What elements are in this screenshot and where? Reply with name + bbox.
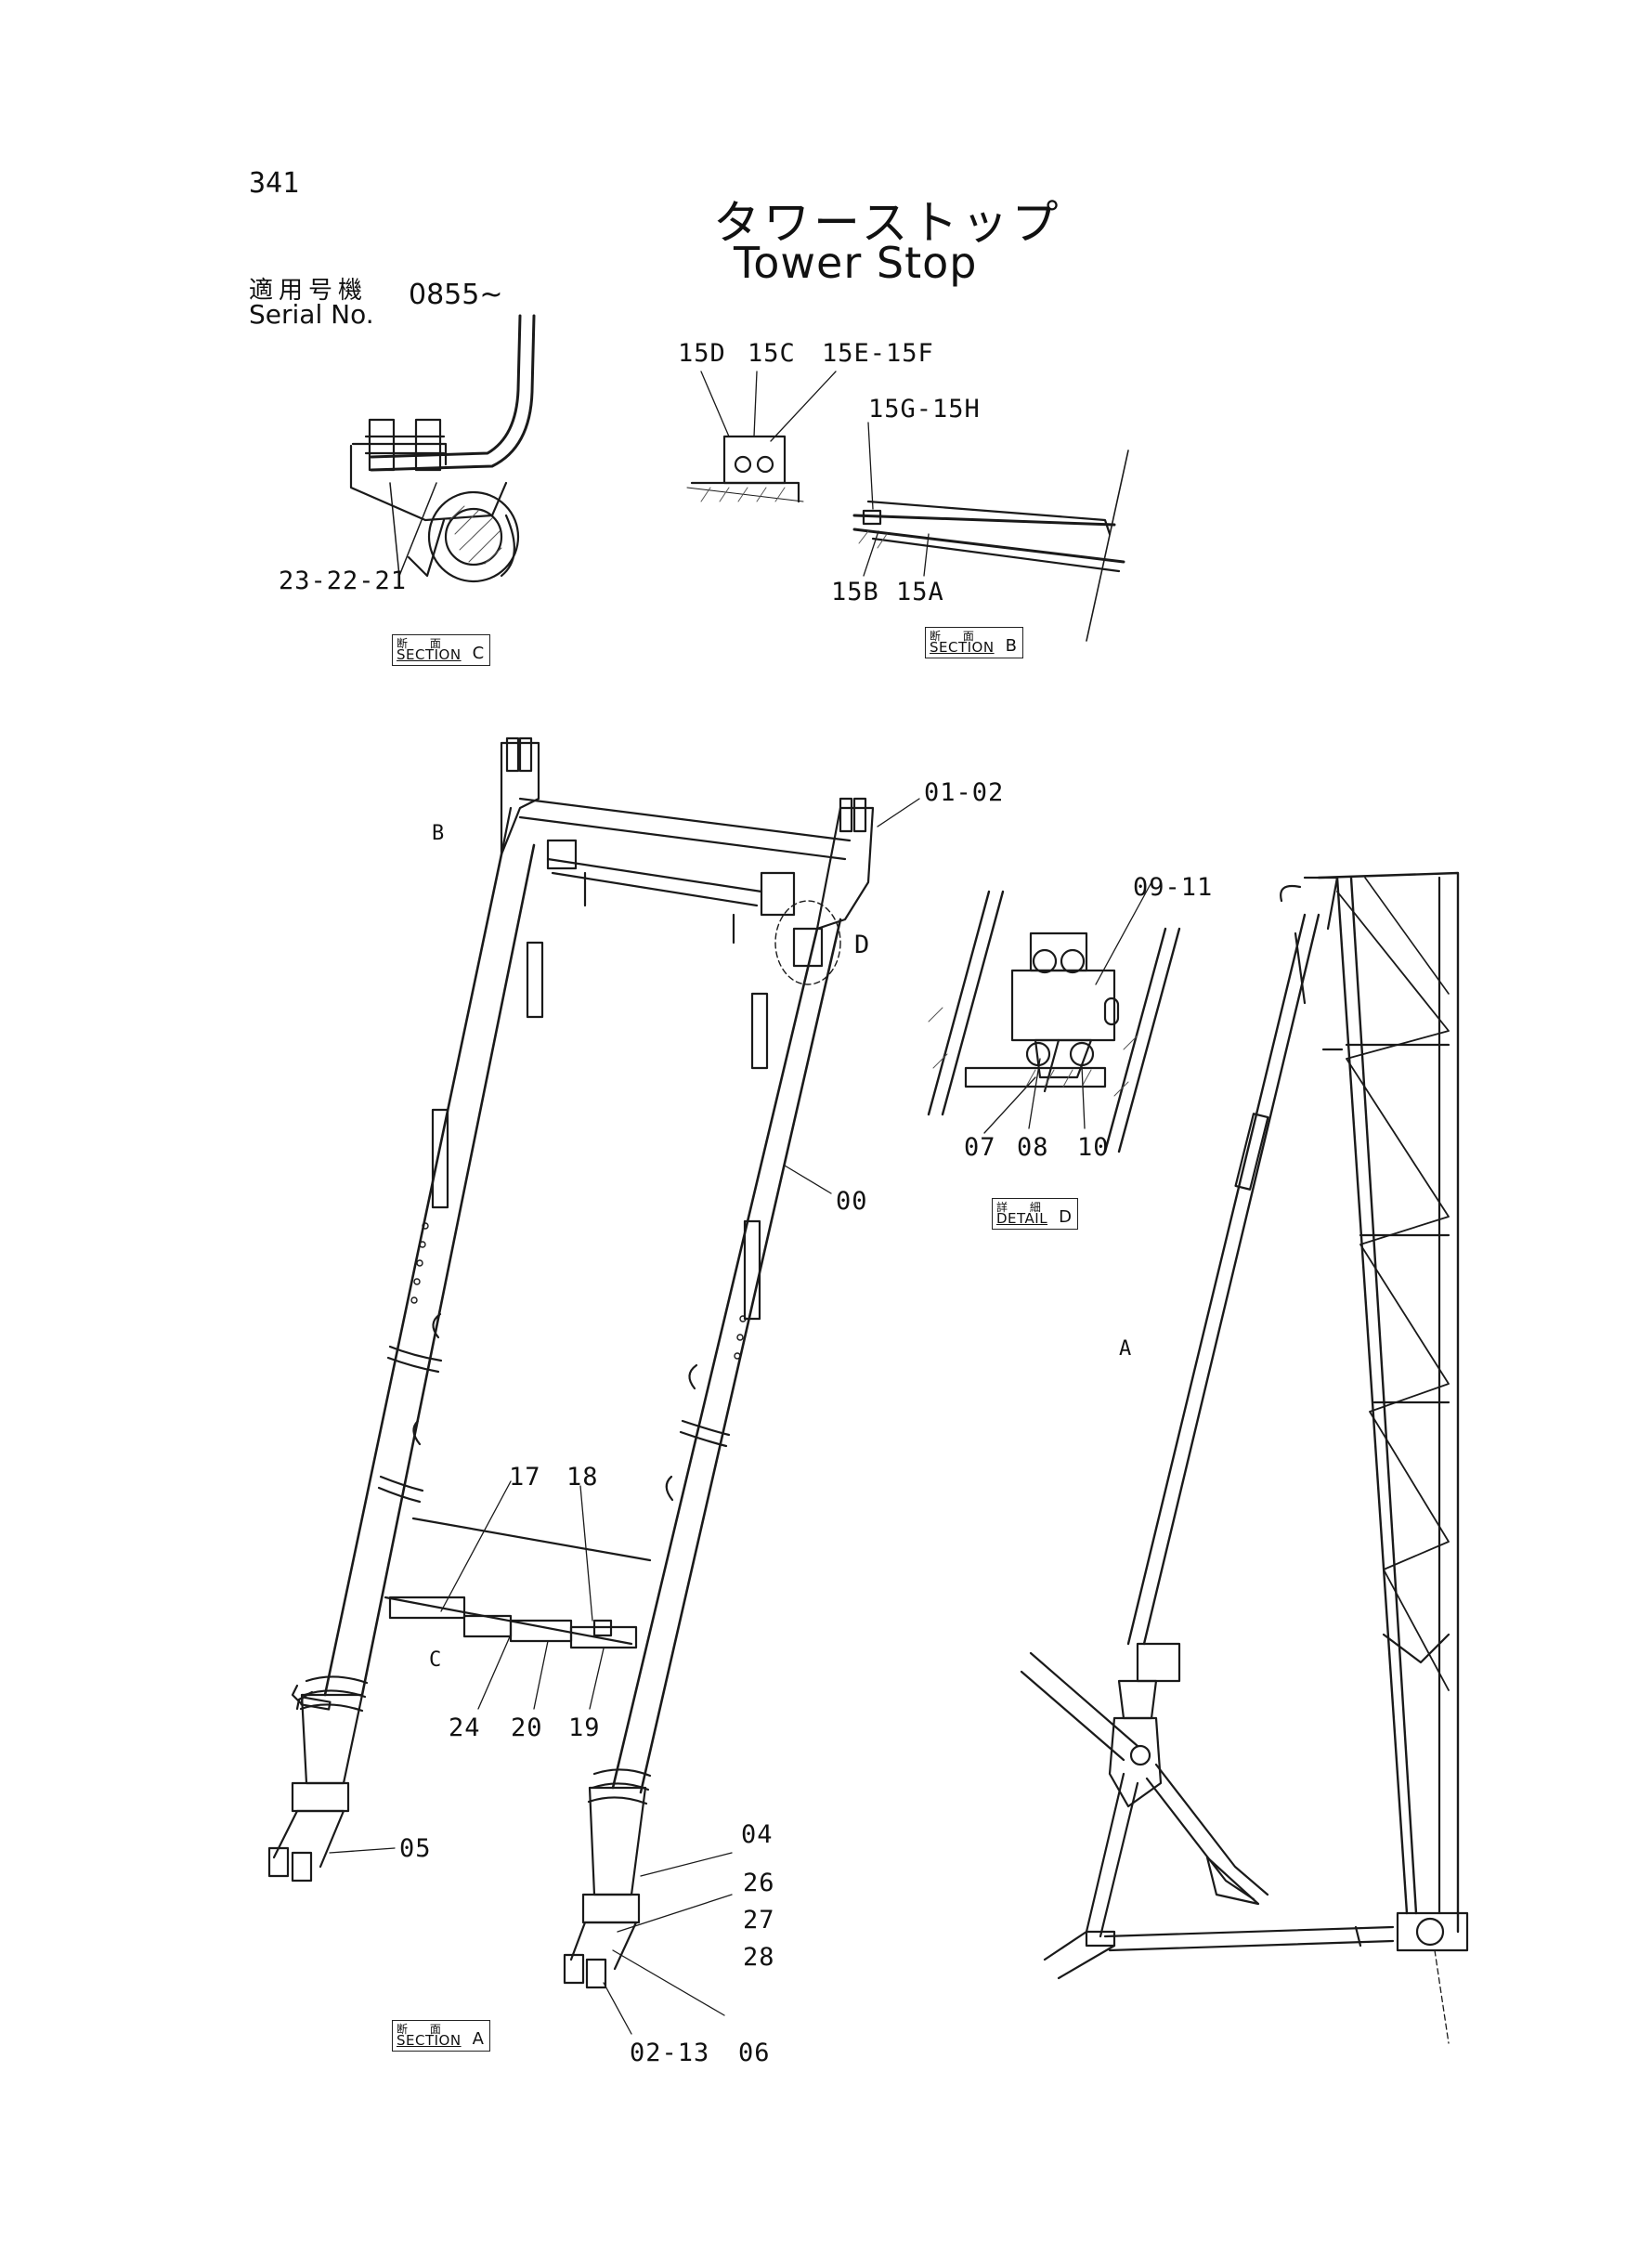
detail-d-tag-letter: D [1059,1207,1072,1227]
serial-label-english: Serial No. [249,299,374,330]
callout-15e-15f: 15E-15F [822,339,934,368]
callout-23-22-21: 23-22-21 [279,567,408,595]
section-b-tag-jp: 断 面 [930,630,983,643]
view-marker-b: B [432,822,445,845]
callout-20: 20 [511,1713,543,1742]
view-marker-d: D [854,931,871,959]
callout-02-13: 02-13 [630,2039,710,2067]
section-c-tag: 断 面 SECTION C [392,634,491,666]
section-c-tag-jp: 断 面 [397,637,450,650]
serial-value: 0855~ [409,279,503,311]
callout-00: 00 [836,1187,868,1216]
section-a-tag: 断 面 SECTION A [392,2020,490,2052]
section-c-tag-letter: C [472,644,485,663]
serial-label-japanese: 適用号機 [249,277,369,305]
callout-15d: 15D [678,339,726,368]
callout-19: 19 [568,1713,601,1742]
section-b-tag-en: SECTION [930,639,995,656]
section-c-drawing [349,314,536,583]
section-a-tag-en: SECTION [397,2032,462,2049]
callout-26: 26 [743,1869,775,1897]
title-english: Tower Stop [734,238,978,288]
view-marker-c: C [429,1648,442,1672]
callout-17: 17 [509,1463,541,1492]
callout-15c: 15C [748,339,796,368]
callout-15b: 15B [831,578,879,606]
callout-28: 28 [743,1943,775,1972]
callout-06: 06 [738,2039,771,2067]
detail-d-drawing [927,881,1181,1153]
callout-08: 08 [1017,1133,1049,1162]
callout-07: 07 [964,1133,996,1162]
section-c-tag-en: SECTION [397,646,462,663]
callout-10: 10 [1077,1133,1110,1162]
callout-05: 05 [399,1834,432,1863]
callout-27: 27 [743,1906,775,1935]
boom-side-view-drawing [1020,871,1469,2044]
title-japanese: タワーストップ [713,196,1062,250]
callout-15a: 15A [896,578,944,606]
callout-01-02: 01-02 [924,778,1005,807]
section-b-tag: 断 面 SECTION B [925,627,1023,658]
view-marker-a: A [1119,1337,1132,1361]
callout-18: 18 [566,1463,599,1492]
tower-frame-drawing [267,736,875,1989]
page-number: 341 [249,167,300,200]
section-a-tag-letter: A [472,2029,484,2049]
callout-24: 24 [449,1713,481,1742]
detail-d-tag: 詳 細 DETAIL D [992,1198,1078,1230]
leader-lines [329,798,920,2035]
detail-d-tag-jp: 詳 細 [996,1201,1050,1214]
section-b-tag-letter: B [1005,636,1017,656]
callout-15g-15h: 15G-15H [868,395,981,423]
callout-09-11: 09-11 [1133,873,1214,902]
detail-d-tag-en: DETAIL [996,1210,1048,1227]
callout-04: 04 [741,1820,774,1849]
section-a-tag-jp: 断 面 [397,2023,450,2036]
section-b-drawing [686,371,1129,642]
